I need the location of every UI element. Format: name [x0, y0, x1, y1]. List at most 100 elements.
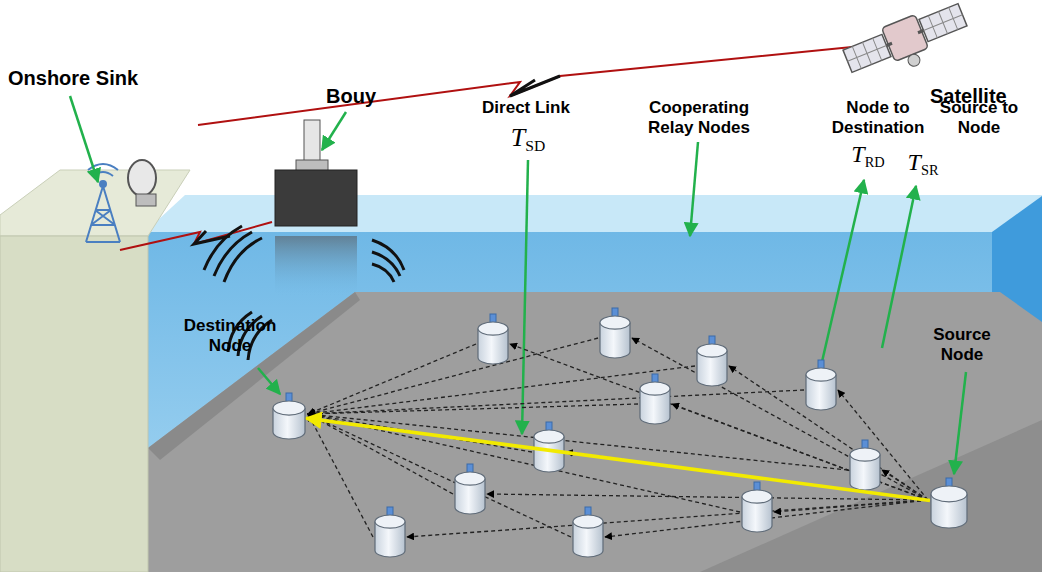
drawing-part	[100, 181, 106, 187]
link-symbol: TSR	[898, 148, 948, 179]
cylinder-top	[640, 382, 670, 395]
relay-node	[697, 336, 727, 386]
drawing-part	[214, 232, 252, 276]
relay-link	[774, 500, 928, 512]
leader-arrows	[70, 96, 966, 474]
drawing-part	[86, 186, 120, 242]
callout-label: Onshore Sink	[8, 66, 168, 90]
relay-node	[640, 374, 670, 424]
relay-link	[632, 338, 928, 500]
relay-link	[308, 338, 598, 414]
drawing-part	[0, 236, 148, 572]
relay-link	[308, 414, 740, 512]
relay-node	[534, 422, 564, 472]
callout-label: Direct Link	[470, 98, 582, 118]
drawing-part	[0, 170, 190, 236]
cylinder-top	[600, 316, 630, 329]
cylinder-top	[478, 322, 508, 335]
relay-node	[600, 308, 630, 358]
drawing-part	[882, 15, 929, 62]
land	[0, 170, 190, 572]
relay-node	[806, 360, 836, 410]
buoy	[275, 120, 357, 296]
relay-link	[882, 470, 928, 500]
cylinder-top	[534, 430, 564, 443]
callout-label: Node to Destination	[826, 98, 930, 139]
cylinder-top	[806, 368, 836, 381]
water-body	[145, 195, 1042, 572]
drawing-part	[919, 4, 967, 42]
drawing-part	[204, 226, 242, 270]
drawing-part	[815, 180, 864, 392]
sensor-node: Destination Node	[272, 392, 306, 440]
link-symbol: TRD	[840, 140, 896, 171]
drawing-part	[148, 292, 1042, 572]
drawing-part	[886, 31, 923, 46]
drawing-part	[510, 76, 560, 96]
drawing-part	[275, 170, 357, 226]
node-label: Destination Node	[175, 316, 285, 357]
cylinder-top	[742, 490, 772, 503]
relay-link	[308, 390, 804, 414]
drawing-part	[258, 368, 280, 394]
cylinder-top	[850, 448, 880, 461]
drawing-part	[843, 34, 891, 72]
relay-link	[308, 366, 695, 414]
callout-label: Source to Node	[933, 98, 1025, 139]
drawing-part	[70, 96, 98, 182]
drawing-part	[919, 4, 967, 42]
drawing-part	[224, 238, 262, 282]
relay-node	[375, 507, 405, 557]
relay-link	[510, 344, 928, 500]
cylinder-top	[455, 472, 485, 485]
relay-link	[672, 404, 928, 500]
cylinder-icon	[930, 477, 968, 529]
drawing-part	[128, 160, 156, 196]
node-label: Source Node	[912, 325, 1012, 366]
relay-node	[850, 440, 880, 490]
drawing-part	[954, 372, 966, 474]
satellite-dish	[128, 160, 156, 206]
callout-label: Bouy	[326, 84, 406, 108]
drawing-part	[372, 264, 394, 282]
drawing-part	[275, 236, 357, 296]
relay-link	[308, 414, 571, 537]
direct-link	[306, 418, 930, 500]
relay-node	[742, 482, 772, 532]
drawing-part	[322, 112, 346, 150]
seabed	[148, 292, 1042, 572]
drawing-part	[843, 34, 891, 72]
radio-link	[120, 46, 862, 250]
drawing-part	[906, 52, 922, 68]
relay-link	[308, 344, 476, 414]
relay-link	[308, 404, 638, 414]
relay-link	[308, 414, 373, 537]
relay-node	[478, 314, 508, 364]
cylinder-icon	[272, 392, 306, 440]
drawing-part	[148, 232, 1042, 572]
cylinder-top	[697, 344, 727, 357]
drawing-part	[700, 420, 1042, 572]
drawing-part	[148, 292, 360, 460]
relay-link	[487, 494, 928, 500]
cylinder-top	[375, 515, 405, 528]
cylinder-top	[931, 486, 967, 502]
link-symbol: TSD	[498, 122, 558, 156]
cylinder-top	[273, 401, 305, 415]
relay-link	[729, 366, 928, 500]
relay-link	[838, 390, 928, 500]
drawing-part	[136, 194, 156, 206]
sensor-node: Source Node	[930, 477, 968, 529]
relay-link	[308, 414, 848, 470]
satellite	[841, 0, 974, 89]
drawing-part	[690, 142, 698, 236]
relay-nodes	[308, 308, 928, 557]
drawing-part	[198, 46, 862, 125]
drawing-part	[522, 160, 528, 434]
relay-node	[455, 464, 485, 514]
callout-label: Cooperating Relay Nodes	[640, 98, 758, 139]
drawing-part	[882, 186, 916, 348]
